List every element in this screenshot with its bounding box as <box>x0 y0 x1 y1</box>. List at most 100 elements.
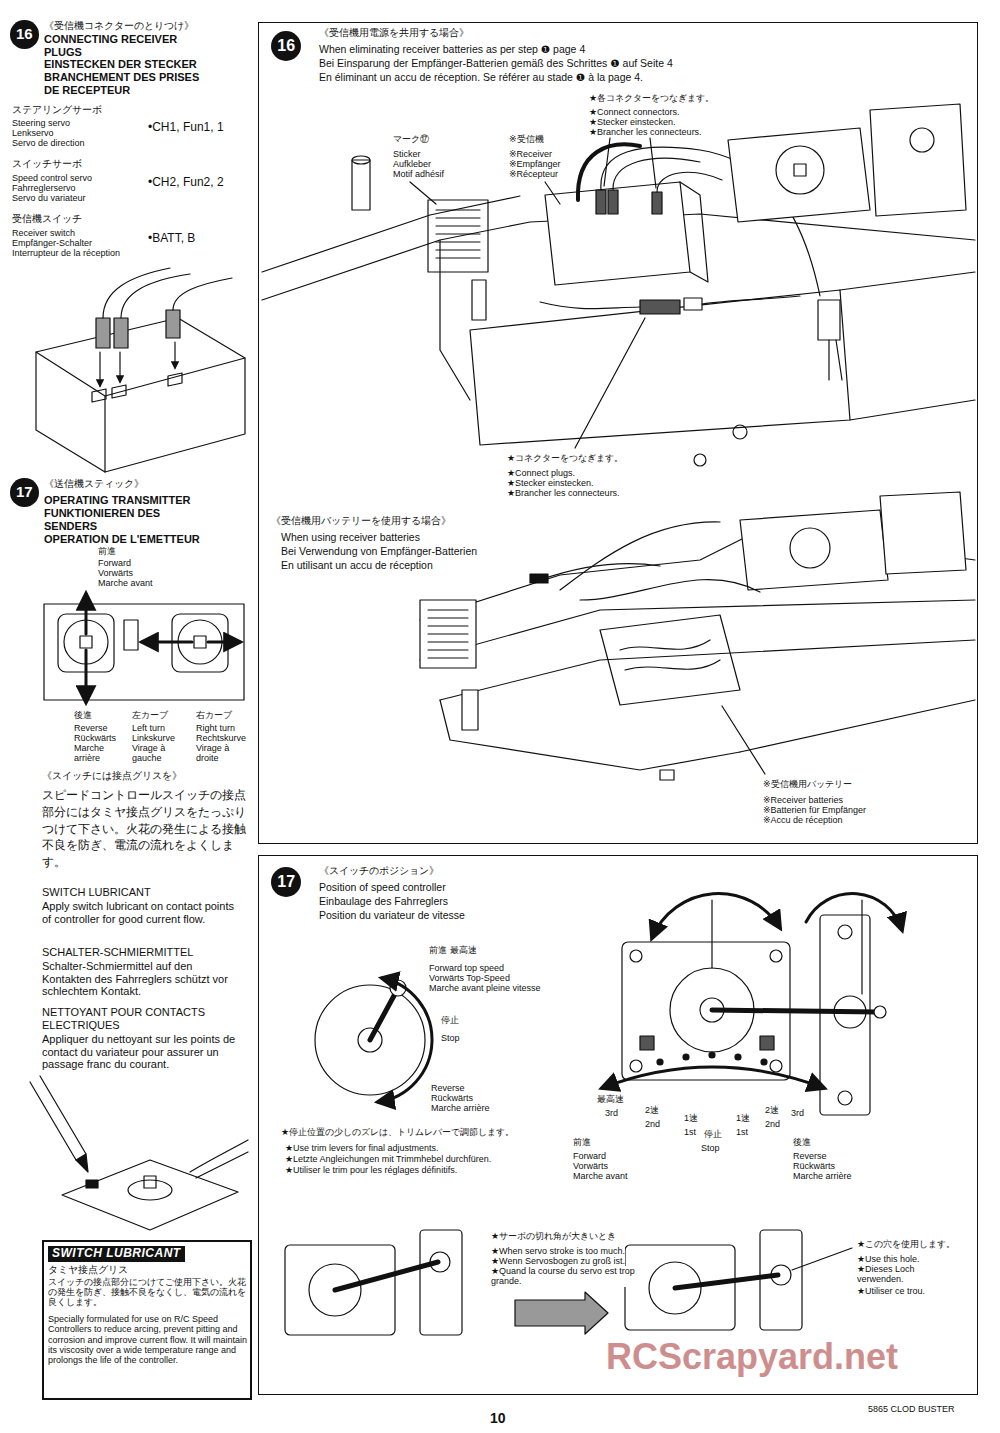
chassis-illustration-shared-power <box>540 296 800 309</box>
caption-text: ステアリングサーボ <box>12 104 102 116</box>
lubricant-illustration <box>76 1154 88 1172</box>
caption-text: Appliquer du nettoyant sur les points de… <box>42 1033 242 1071</box>
speed-controller-illustration <box>640 1036 654 1050</box>
chassis-illustration-shared-power <box>794 164 806 176</box>
chassis-illustration-shared-power <box>545 182 560 204</box>
transmitter-illustration <box>142 641 192 644</box>
speed-controller-illustration <box>652 894 780 938</box>
chassis-illustration-shared-power <box>436 210 480 258</box>
caption-text: NETTOYANT POUR CONTACTS ELECTRIQUES <box>42 1006 242 1031</box>
caption-text: Bei Verwendung von Empfänger-Batterien <box>281 545 477 557</box>
chassis-illustration-shared-power <box>262 196 520 272</box>
caption-text: ★Stecker einstecken. <box>589 117 676 127</box>
caption-text: Aufkleber <box>393 159 431 169</box>
caption-text: 《受信機用バッテリーを使用する場合》 <box>271 515 451 527</box>
caption-text: OPERATION DE L'EMETTEUR <box>44 533 200 546</box>
chassis-illustration-shared-power <box>440 240 470 400</box>
transmitter-illustration <box>80 636 92 648</box>
speed-controller-illustration <box>602 1067 824 1088</box>
caption-text: ★Connect connectors. <box>589 107 680 117</box>
receiver-plug-illustration <box>36 352 105 472</box>
chassis-illustration-shared-power <box>472 280 486 320</box>
caption-text: ※受信機用バッテリー <box>763 779 852 789</box>
caption-text: ★停止位置の少しのズレは、トリムレバーで調節します。 <box>281 1127 514 1137</box>
caption-text: 受信機スイッチ <box>12 213 82 225</box>
caption-text: ★Brancher les connecteurs. <box>507 488 620 498</box>
caption-text: Stop <box>701 1143 720 1153</box>
caption-text: ★Letzte Angleichungen mit Trimmhebel dur… <box>285 1154 491 1164</box>
speed-controller-illustration <box>735 1054 741 1060</box>
caption-text: ★Use trim levers for final adjustments. <box>285 1143 439 1153</box>
caption-text: ★Wenn Servosbogen zu groß ist. <box>491 1256 625 1266</box>
caption-text: Position of speed controller <box>319 881 446 893</box>
caption-text: 《スイッチのポジション》 <box>319 865 439 877</box>
step-number: 17 <box>271 867 301 897</box>
caption-text: Virage à gauche <box>132 743 178 764</box>
chassis-illustration-receiver-batteries <box>790 528 830 568</box>
speed-controller-illustration <box>761 1059 767 1065</box>
chassis-illustration-receiver-batteries <box>560 522 760 600</box>
caption-text: ※Receiver <box>509 149 552 159</box>
caption-text: ★Quand la course du servo est trop grand… <box>491 1266 641 1287</box>
caption-text: Rückwärts <box>74 733 116 743</box>
receiver-plug-illustration <box>166 310 180 338</box>
caption-text: ★When servo stroke is too much. <box>491 1246 625 1256</box>
chassis-illustration-shared-power <box>604 138 610 186</box>
caption-text: スイッチの接点部分につけてご使用下さい。火花の発生を防ぎ、接触不良をなくし、電気… <box>48 1278 248 1307</box>
step-number: 16 <box>271 31 301 61</box>
caption-text: Sticker <box>393 149 421 159</box>
receiver-plug-illustration <box>92 373 182 402</box>
caption-text: スイッチサーボ <box>12 158 82 170</box>
caption-text: Motif adhésif <box>393 169 444 179</box>
chassis-illustration-shared-power <box>733 425 747 439</box>
caption-text: Interrupteur de la réception <box>12 248 120 258</box>
chassis-illustration-receiver-batteries <box>530 574 548 583</box>
speed-controller-illustration <box>420 1230 462 1335</box>
chassis-illustration-shared-power <box>613 158 700 190</box>
receiver-plug-illustration <box>174 342 175 368</box>
caption-text: Lenkservo <box>12 128 54 138</box>
speed-controller-illustration <box>515 1292 608 1334</box>
caption-text: •CH1, Fun1, 1 <box>148 121 224 135</box>
chassis-illustration-shared-power <box>652 192 662 214</box>
speed-controller-illustration <box>675 1275 778 1288</box>
caption-text: When using receiver batteries <box>281 531 420 543</box>
caption-text: ★Connect plugs. <box>507 468 575 478</box>
speed-controller-illustration <box>838 925 852 939</box>
chassis-illustration-receiver-batteries <box>420 600 476 668</box>
caption-text: 後進 <box>74 710 92 720</box>
caption-text: Vorwärts <box>573 1161 608 1171</box>
chassis-illustration-shared-power <box>650 138 656 188</box>
caption-text: Marche arrière <box>431 1103 490 1113</box>
speed-controller-illustration <box>630 950 642 962</box>
caption-text: ※Récepteur <box>509 169 558 179</box>
caption-text: Left turn <box>132 723 165 733</box>
caption-text: Marche avant <box>573 1171 628 1181</box>
caption-text: CONNECTING RECEIVER PLUGS <box>44 33 194 58</box>
chassis-illustration-shared-power <box>640 300 680 314</box>
caption-text: スピードコントロールスイッチの接点部分にはタミヤ接点グリスをたっぷりつけて下さい… <box>42 787 247 871</box>
step-number: 17 <box>10 478 39 507</box>
caption-text: Vorwärts Top-Speed <box>429 973 510 983</box>
speed-controller-illustration <box>874 1006 886 1018</box>
caption-text: 左カーブ <box>132 710 168 720</box>
caption-text: 右カーブ <box>196 710 232 720</box>
transmitter-illustration <box>85 650 88 702</box>
caption-text: 停止 <box>704 1129 722 1139</box>
speed-controller-illustration <box>378 978 432 1102</box>
speed-controller-illustration <box>771 1265 791 1285</box>
caption-text: SWITCH LUBRICANT <box>42 886 151 899</box>
caption-text: ★Utiliser ce trou. <box>857 1286 925 1296</box>
caption-text: Forward <box>573 1151 606 1161</box>
caption-text: 5865 CLOD BUSTER <box>868 1404 955 1414</box>
caption-text: Position du variateur de vitesse <box>319 909 465 921</box>
caption-text: 2nd <box>645 1119 660 1129</box>
caption-text: SCHALTER-SCHMIERMITTEL <box>42 946 193 959</box>
receiver-plug-illustration <box>114 318 128 348</box>
caption-text: ★Dieses Loch verwenden. <box>857 1264 962 1285</box>
chassis-illustration-receiver-batteries <box>428 610 468 658</box>
speed-controller-illustration <box>657 1059 663 1065</box>
caption-text: ★Use this hole. <box>857 1254 920 1264</box>
receiver-plug-illustration <box>36 268 245 472</box>
chassis-illustration-shared-power <box>776 146 824 194</box>
